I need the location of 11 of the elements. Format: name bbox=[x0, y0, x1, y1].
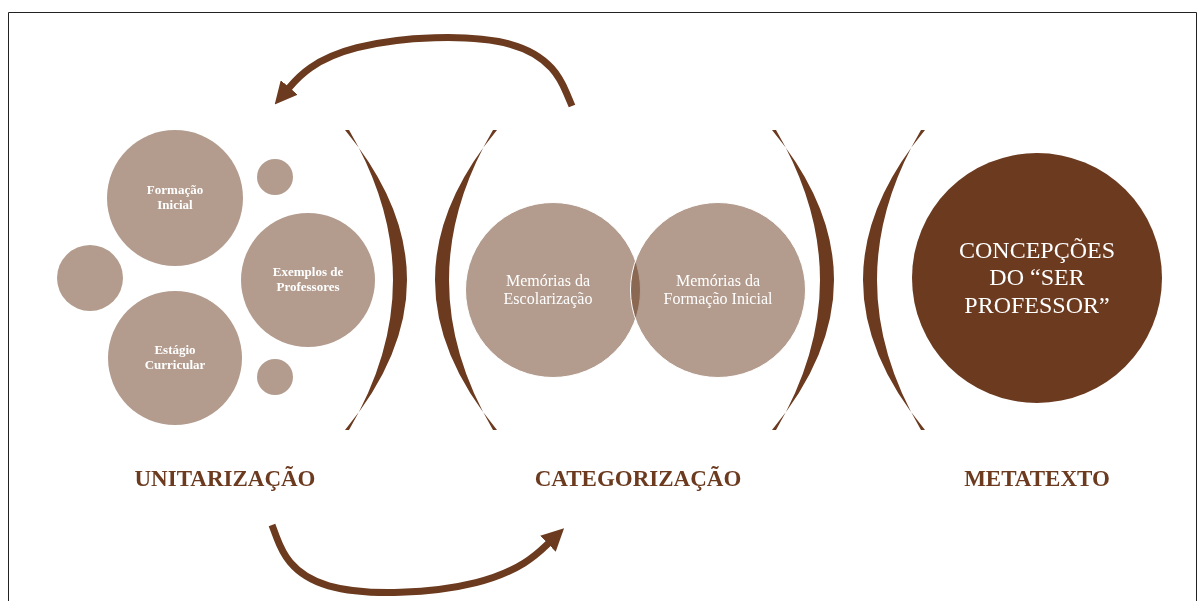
circle bbox=[257, 359, 293, 395]
node-label: CONCEPÇÕES DO “SER PROFESSOR” bbox=[957, 236, 1116, 320]
node-label: Memórias da Escolarização bbox=[502, 271, 594, 309]
node-label: Exemplos de Professores bbox=[271, 265, 345, 295]
node-label: Formação Inicial bbox=[145, 183, 205, 213]
node-label: Memórias da Formação Inicial bbox=[662, 271, 774, 309]
circle bbox=[257, 159, 293, 195]
node-label: Estágio Curricular bbox=[143, 343, 207, 373]
stage-heading: METATEXTO bbox=[964, 466, 1110, 492]
stage-heading: CATEGORIZAÇÃO bbox=[534, 466, 742, 492]
stage-heading: UNITARIZAÇÃO bbox=[134, 466, 316, 492]
